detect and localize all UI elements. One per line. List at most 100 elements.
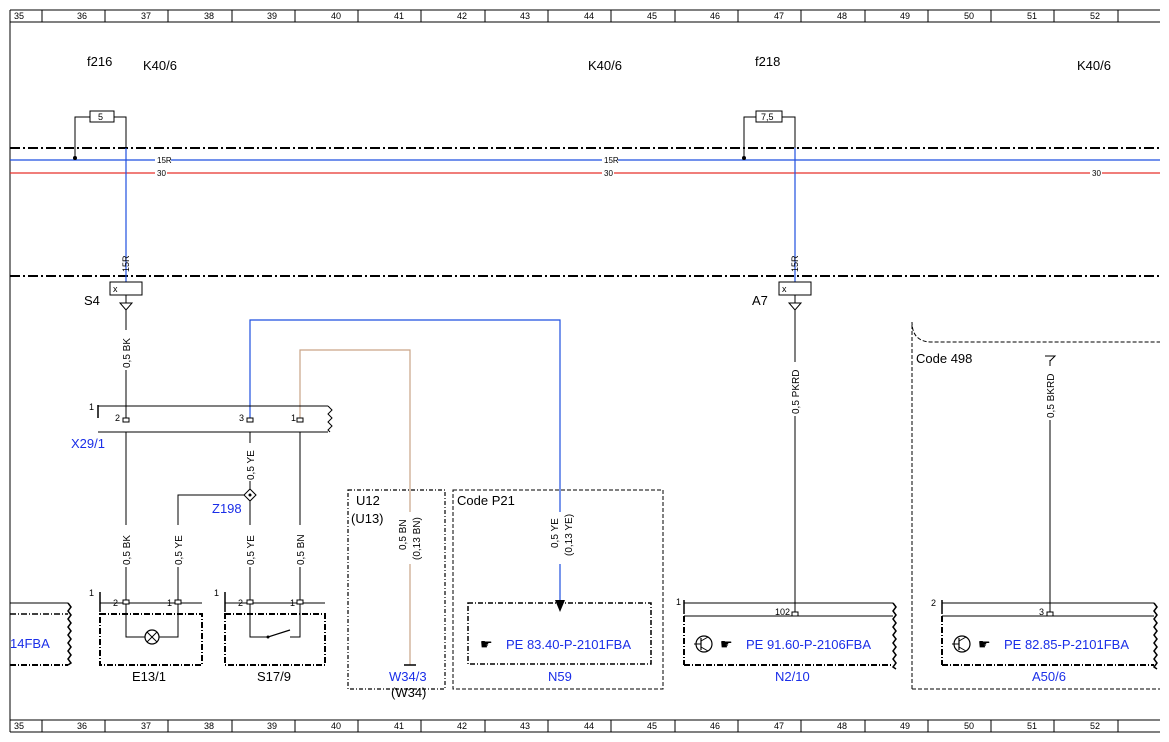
x29-pin-1: 1 [291, 413, 296, 423]
fuse-f216-rating: 5 [98, 112, 103, 122]
s17-pin-2: 2 [238, 598, 243, 608]
x29-pin-2: 2 [115, 413, 120, 423]
wire-bn-u12-alt-label: (0,13 BN) [412, 517, 423, 560]
left-partial-reference-link[interactable]: 14FBA [10, 636, 50, 651]
ruler-number: 38 [204, 721, 214, 731]
ruler-number: 47 [774, 721, 784, 731]
wire-bkrd-label: 0,5 BKRD [1046, 374, 1057, 418]
fuse-f216: 5 [73, 110, 127, 160]
ruler-number: 51 [1027, 11, 1037, 21]
bus-labels: 15R 15R 30 30 30 [155, 155, 1102, 178]
ruler-number: 38 [204, 11, 214, 21]
splice-s4: 15R x S4 [84, 255, 143, 311]
fuse-f218: 7,5 [742, 110, 796, 160]
bus-30-label-1: 30 [157, 169, 166, 178]
s4-pin-label: 15R [121, 255, 131, 272]
ruler-number: 50 [964, 721, 974, 731]
wire-bk-lower-label: 0,5 BK [122, 535, 133, 565]
component-n59-label[interactable]: N59 [548, 669, 572, 684]
wire-bn-brown-u12 [299, 349, 411, 665]
wire-ye-n59-label: 0,5 YE [550, 518, 561, 548]
connector-w34-link[interactable]: W34/3 [389, 669, 427, 684]
bus-15r-label-1: 15R [157, 156, 172, 165]
ruler-number: 36 [77, 721, 87, 731]
ruler-number: 35 [14, 11, 24, 21]
e13-pin-1: 1 [167, 598, 172, 608]
n59-reference-link[interactable]: PE 83.40-P-2101FBA [506, 637, 631, 652]
ruler-number: 36 [77, 11, 87, 21]
ruler-number: 52 [1090, 721, 1100, 731]
splice-z198-label[interactable]: Z198 [212, 501, 242, 516]
fuse-f216-label: f216 [87, 54, 112, 69]
n2-pin: 102 [775, 607, 790, 617]
module-k40-label-3: K40/6 [1077, 58, 1111, 73]
a50-code-label: Code 498 [916, 351, 972, 366]
switch-icon [249, 604, 301, 639]
hand-pointer-icon: ☛ [480, 636, 493, 652]
splice-a7: 15R x A7 [752, 255, 812, 311]
splice-a7-label: A7 [752, 293, 768, 308]
bus-15r-label-2: 15R [604, 156, 619, 165]
u12-title: U12 [356, 493, 380, 508]
wire-ye-e13-label: 0,5 YE [174, 535, 185, 565]
x29-pin-3: 3 [239, 413, 244, 423]
component-a50-label[interactable]: A50/6 [1032, 669, 1066, 684]
ruler-number: 49 [900, 11, 910, 21]
splice-s4-label: S4 [84, 293, 100, 308]
component-e13: 1 2 1 E13/1 [89, 588, 203, 684]
ruler-number: 50 [964, 11, 974, 21]
e13-corner: 1 [89, 588, 94, 598]
transistor-icon [694, 635, 713, 653]
ruler-number: 46 [710, 11, 720, 21]
n2-corner: 1 [676, 597, 681, 607]
x29-corner: 1 [89, 402, 94, 412]
component-left-partial: 14FBA [10, 602, 73, 666]
bus-30-label-3: 30 [1092, 169, 1101, 178]
hand-pointer-icon: ☛ [720, 636, 733, 652]
wire-ye-upper-label: 0,5 YE [246, 450, 257, 480]
ruler-number: 47 [774, 11, 784, 21]
component-u12: U12 (U13) W34/3 (W34) [347, 489, 446, 700]
a50-reference-link[interactable]: PE 82.85-P-2101FBA [1004, 637, 1129, 652]
component-s17: 1 2 1 S17/9 [214, 588, 326, 684]
ruler-number: 44 [584, 11, 594, 21]
ruler-number: 43 [520, 11, 530, 21]
hand-pointer-icon: ☛ [978, 636, 991, 652]
ruler-number: 40 [331, 11, 341, 21]
u12-subtitle: (U13) [351, 511, 384, 526]
module-k40-label-2: K40/6 [588, 58, 622, 73]
n59-code-label: Code P21 [457, 493, 515, 508]
ruler-number: 46 [710, 721, 720, 731]
a50-pin: 3 [1039, 607, 1044, 617]
ruler-number: 44 [584, 721, 594, 731]
s17-pin-1: 1 [290, 598, 295, 608]
ruler-number: 37 [141, 11, 151, 21]
ruler-number: 37 [141, 721, 151, 731]
ruler-number: 41 [394, 11, 404, 21]
ruler-number: 42 [457, 721, 467, 731]
ruler-number: 42 [457, 11, 467, 21]
wire-ye-s17-label: 0,5 YE [246, 535, 257, 565]
wire-bn-s17-label: 0,5 BN [296, 534, 307, 565]
component-e13-label: E13/1 [132, 669, 166, 684]
wire-pkrd-label: 0,5 PKRD [791, 370, 802, 414]
ruler-number: 40 [331, 721, 341, 731]
a7-mark: x [782, 284, 787, 294]
wire-ye-n59-alt-label: (0,13 YE) [564, 514, 575, 556]
ruler-number: 45 [647, 11, 657, 21]
ruler-number: 45 [647, 721, 657, 731]
s4-mark: x [113, 284, 118, 294]
splice-z198: Z198 [212, 488, 257, 516]
component-a50: Code 498 0,5 BKRD 2 3 ☛ PE 82.85-P-2101F… [911, 321, 1160, 690]
ruler-number: 49 [900, 721, 910, 731]
n2-reference-link[interactable]: PE 91.60-P-2106FBA [746, 637, 871, 652]
component-n59: Code P21 ☛ PE 83.40-P-2101FBA N59 [452, 489, 664, 690]
e13-pin-2: 2 [113, 598, 118, 608]
ruler-number: 43 [520, 721, 530, 731]
bus-30-label-2: 30 [604, 169, 613, 178]
component-n2-label[interactable]: N2/10 [775, 669, 810, 684]
connector-x29-label[interactable]: X29/1 [71, 436, 105, 451]
wire-bk-upper-label: 0,5 BK [122, 338, 133, 368]
